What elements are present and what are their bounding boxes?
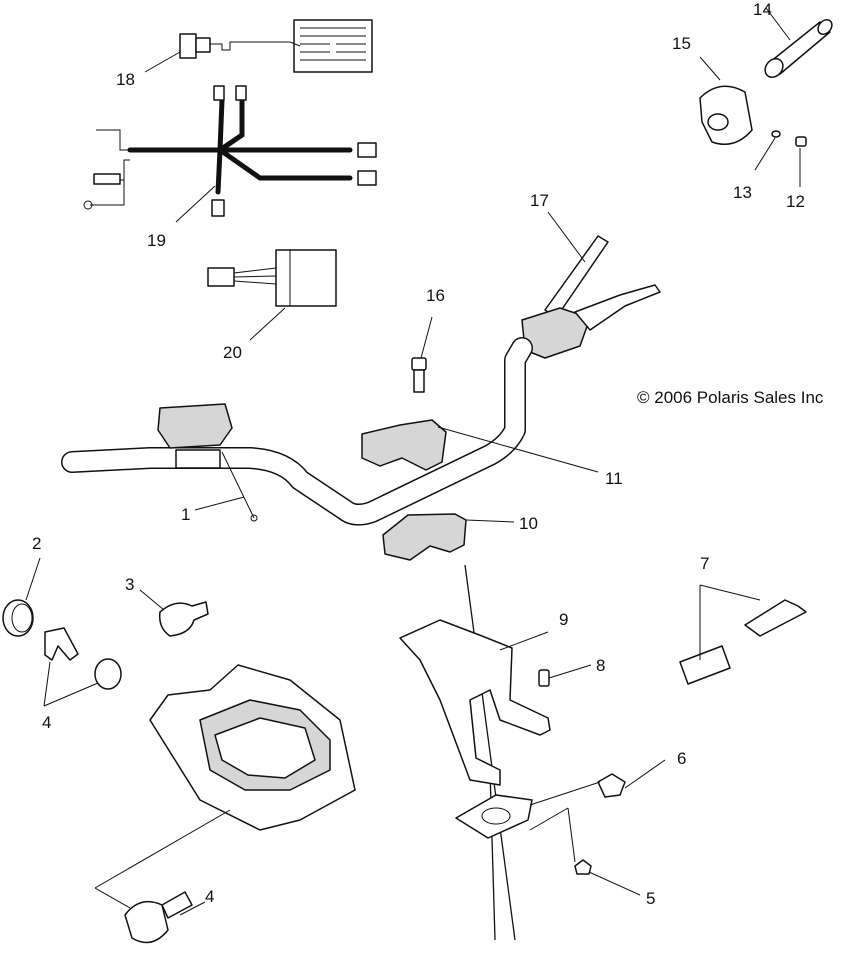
part-8-screw — [538, 669, 550, 687]
callout-17: 17 — [530, 191, 549, 210]
callout-19: 19 — [147, 231, 166, 250]
callout-8: 8 — [596, 656, 605, 675]
part-4-key-switch — [44, 627, 122, 690]
part-11-upper-clamp — [361, 419, 447, 471]
part-4-lower-switch — [124, 891, 193, 944]
callout-18: 18 — [116, 70, 135, 89]
leader-lines — [25, 7, 801, 916]
part-16-bolt — [411, 357, 427, 393]
part-18-decal-harness — [179, 19, 373, 73]
callout-15: 15 — [672, 34, 691, 53]
callout-3: 3 — [125, 575, 134, 594]
callout-12: 12 — [786, 192, 805, 211]
part-2-plug — [2, 599, 34, 637]
callout-1: 1 — [181, 505, 190, 524]
part-20-module — [207, 249, 337, 307]
part-6-clip — [597, 773, 626, 798]
part-9-mount-bracket — [399, 619, 551, 786]
part-14-grip — [764, 19, 833, 78]
copyright-notice: © 2006 Polaris Sales Inc — [637, 388, 824, 407]
callout-13: 13 — [733, 183, 752, 202]
part-17-lever-assembly — [521, 235, 661, 359]
part-5-nut — [574, 859, 592, 875]
part-12-nut — [795, 136, 807, 147]
callout-labels: 1 2 3 4 4 5 6 7 8 9 10 11 12 13 14 15 16… — [32, 0, 805, 908]
part-7-cylinder — [679, 599, 807, 685]
part-19-wiring-harness — [83, 85, 377, 217]
part-15-throttle-housing — [699, 85, 753, 145]
callout-20: 20 — [223, 343, 242, 362]
callout-4: 4 — [42, 713, 51, 732]
callout-6: 6 — [677, 749, 686, 768]
callout-16: 16 — [426, 286, 445, 305]
callout-2: 2 — [32, 534, 41, 553]
callout-11: 11 — [605, 469, 623, 488]
callout-4: 4 — [205, 887, 214, 906]
callout-7: 7 — [700, 554, 709, 573]
pod-housing — [149, 664, 356, 831]
callout-9: 9 — [559, 610, 568, 629]
callout-5: 5 — [646, 889, 655, 908]
base-plate — [455, 794, 533, 839]
part-3-bezel — [158, 601, 209, 637]
callout-14: 14 — [753, 0, 772, 19]
part-10-lower-clamp — [382, 513, 467, 561]
callout-10: 10 — [519, 514, 538, 533]
part-13-screw — [771, 130, 781, 138]
part-1-handlebar — [61, 337, 533, 526]
